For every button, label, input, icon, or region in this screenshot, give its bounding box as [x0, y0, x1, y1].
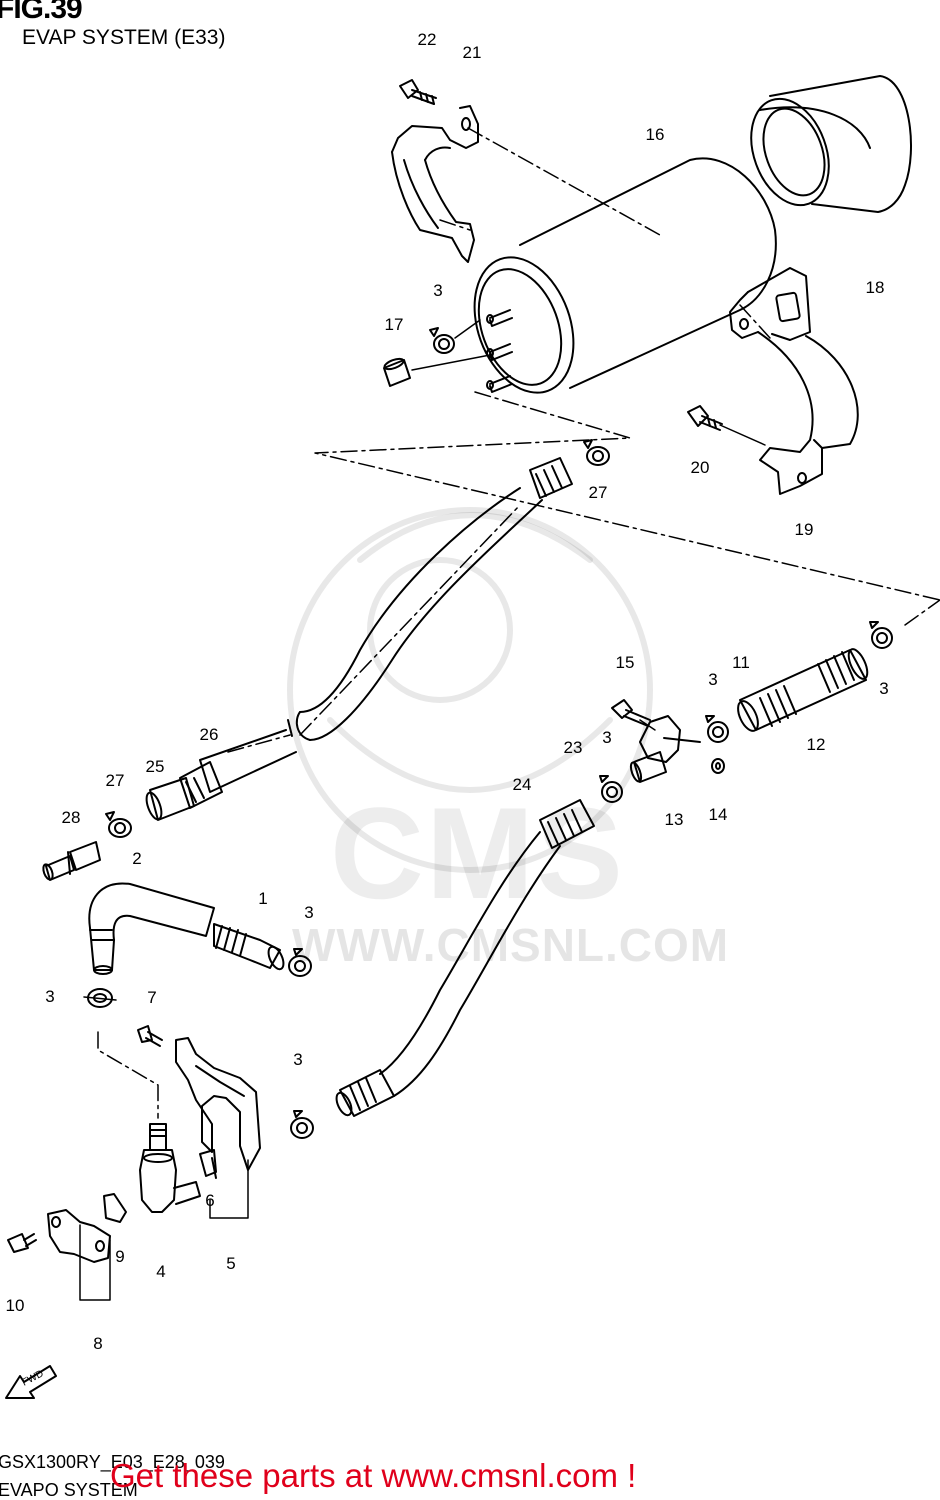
cmsnl-promo-link[interactable]: Get these parts at www.cmsnl.com ! — [110, 1457, 637, 1494]
valve-13 — [611, 699, 725, 783]
hose-1-2 — [88, 882, 285, 975]
hose-26 — [145, 457, 573, 821]
figure-title: FIG.39 — [0, 0, 83, 25]
callout-3: 3 — [293, 1050, 303, 1069]
callout-24: 24 — [512, 775, 532, 794]
cms-watermark-logo: CMS — [330, 780, 625, 926]
hose-24 — [335, 799, 595, 1117]
sleeve-18 — [750, 75, 912, 213]
callout-26: 26 — [199, 725, 219, 744]
clamp-27-left — [105, 811, 132, 838]
callout-28: 28 — [61, 808, 81, 827]
clamp-3-left — [87, 988, 113, 1008]
clamp-3-valve — [599, 775, 623, 803]
callout-27: 27 — [105, 771, 125, 790]
callout-16: 16 — [645, 125, 665, 144]
cap-17 — [383, 357, 411, 387]
clamp-27-top — [583, 439, 610, 466]
bracket-21 — [391, 105, 479, 263]
callout-20: 20 — [690, 458, 710, 477]
callout-3: 3 — [45, 987, 55, 1006]
callout-27: 27 — [588, 483, 608, 502]
fitting-28 — [42, 841, 101, 881]
bolt-20 — [687, 405, 723, 431]
clamp-3-mid — [705, 715, 729, 743]
bracket-19 — [729, 267, 859, 495]
cms-mascot-watermark — [287, 507, 653, 873]
model-code: GSX1300RY_E03_E28_039 — [0, 1452, 225, 1472]
callout-3: 3 — [708, 670, 718, 689]
callout-5: 5 — [226, 1254, 236, 1273]
callout-3: 3 — [879, 679, 889, 698]
bracket-5 — [175, 1037, 261, 1179]
screw-10 — [7, 1233, 37, 1253]
screw-7 — [137, 1025, 163, 1047]
callout-13: 13 — [664, 810, 684, 829]
figure-subtitle: EVAP SYSTEM (E33) — [22, 26, 226, 49]
callout-17: 17 — [384, 315, 404, 334]
hose-12 — [737, 648, 869, 732]
callout-7: 7 — [147, 988, 157, 1007]
callout-1: 1 — [258, 889, 268, 908]
bracket-8 — [47, 1209, 111, 1263]
callout-3: 3 — [304, 903, 314, 922]
callout-2: 2 — [132, 849, 142, 868]
vent-valve-4 — [139, 1123, 201, 1213]
callout-9: 9 — [115, 1247, 125, 1266]
clip-9 — [103, 1193, 127, 1223]
callout-11: 11 — [732, 653, 750, 672]
section-name: EVAPO SYSTEM — [0, 1480, 138, 1500]
callout-3: 3 — [433, 281, 443, 300]
callout-25: 25 — [145, 757, 165, 776]
callout-3: 3 — [602, 728, 612, 747]
cms-watermark-url: WWW.CMSNL.COM — [292, 919, 730, 971]
callout-8: 8 — [93, 1334, 103, 1353]
callout-10: 10 — [5, 1296, 25, 1315]
callout-14: 14 — [708, 805, 728, 824]
clamp-3-hose1 — [288, 948, 312, 977]
callout-4: 4 — [156, 1262, 166, 1281]
callout-15: 15 — [615, 653, 635, 672]
callout-21: 21 — [462, 43, 482, 62]
clamps — [87, 327, 893, 1139]
bolt-22 — [399, 79, 437, 105]
callout-23: 23 — [563, 738, 583, 757]
callout-19: 19 — [794, 520, 814, 539]
canister-16 — [473, 157, 777, 394]
clamp-3-low — [290, 1110, 314, 1139]
callout-18: 18 — [865, 278, 885, 297]
callout-12: 12 — [806, 735, 826, 754]
fwd-arrow-icon: FWD — [5, 1365, 57, 1399]
leader-lines — [97, 127, 940, 1119]
clamp-3-right — [869, 621, 893, 649]
callout-6: 6 — [205, 1191, 215, 1210]
callout-22: 22 — [417, 30, 437, 49]
clamp-3-top — [429, 327, 455, 354]
